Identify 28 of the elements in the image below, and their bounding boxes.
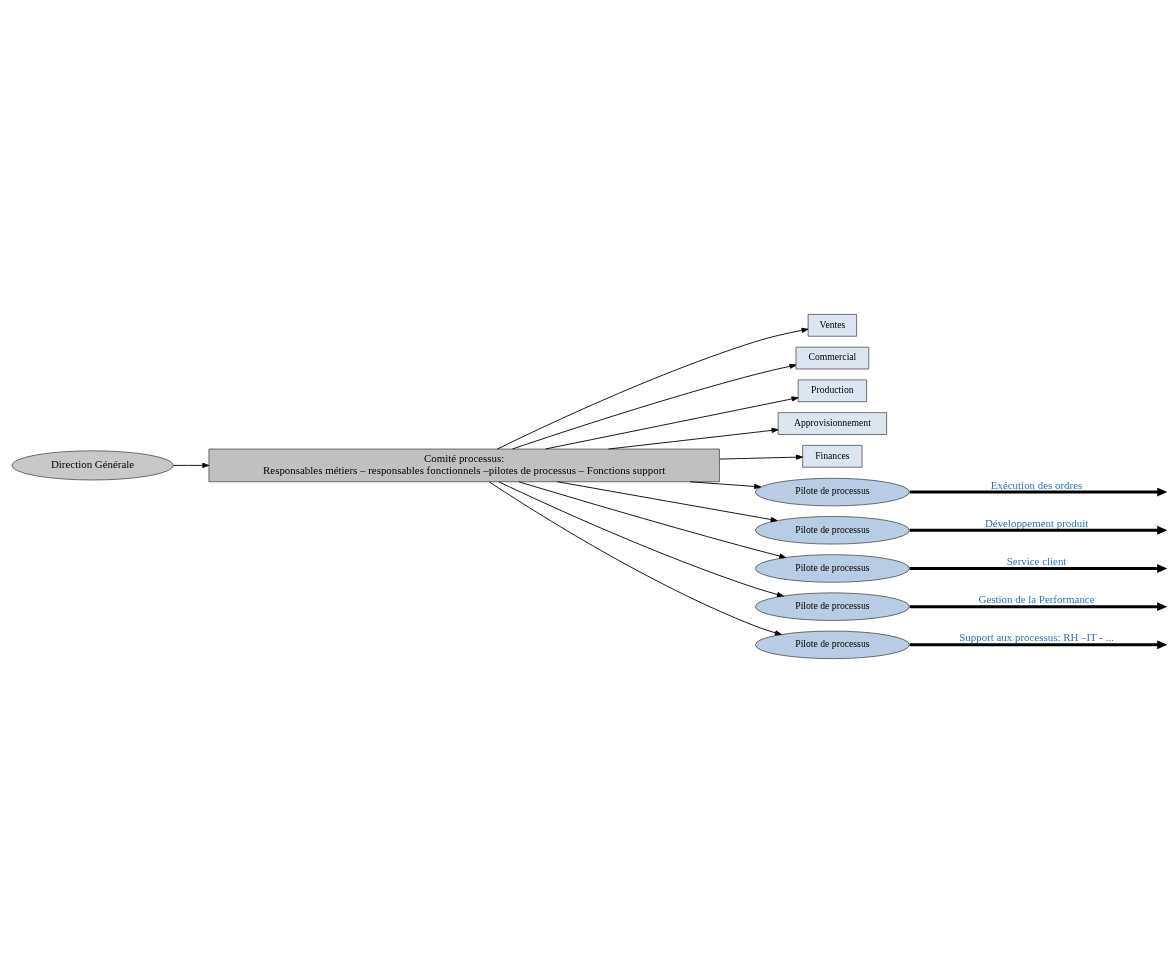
arrow bbox=[909, 601, 1168, 611]
node-box: Production bbox=[797, 379, 867, 402]
arrow bbox=[689, 480, 762, 489]
arrow bbox=[719, 454, 803, 460]
arrow bbox=[497, 327, 809, 449]
arrow bbox=[545, 395, 799, 449]
arrow bbox=[498, 480, 784, 597]
arrow bbox=[909, 487, 1168, 496]
edge-label: Exécution des ordres bbox=[990, 478, 1083, 491]
arrow bbox=[518, 480, 787, 559]
node-box: Commercial bbox=[795, 346, 870, 369]
arrow bbox=[172, 462, 210, 468]
arrow bbox=[488, 480, 782, 635]
arrow bbox=[556, 480, 778, 522]
edge-label: Support aux processus: RH –IT - ... bbox=[959, 630, 1114, 643]
arrow bbox=[909, 639, 1168, 649]
arrow bbox=[608, 427, 779, 449]
arrow bbox=[909, 563, 1168, 573]
node-box: Ventes bbox=[807, 313, 857, 337]
edge-label: Service client bbox=[1006, 554, 1067, 567]
node-box: Approvisionnement bbox=[777, 411, 887, 435]
arrow bbox=[909, 525, 1168, 535]
edge-label: Développement produit bbox=[984, 516, 1089, 529]
node-box: Comité processus: Responsables métiers – responsables fonctionnels –pilotes de processus – Fonctions support bbox=[208, 448, 720, 482]
edge-label: Gestion de la Performance bbox=[978, 592, 1095, 605]
node-ellipse: Direction Générale bbox=[11, 449, 174, 480]
node-box: Finances bbox=[802, 444, 863, 468]
arrow bbox=[512, 363, 797, 449]
